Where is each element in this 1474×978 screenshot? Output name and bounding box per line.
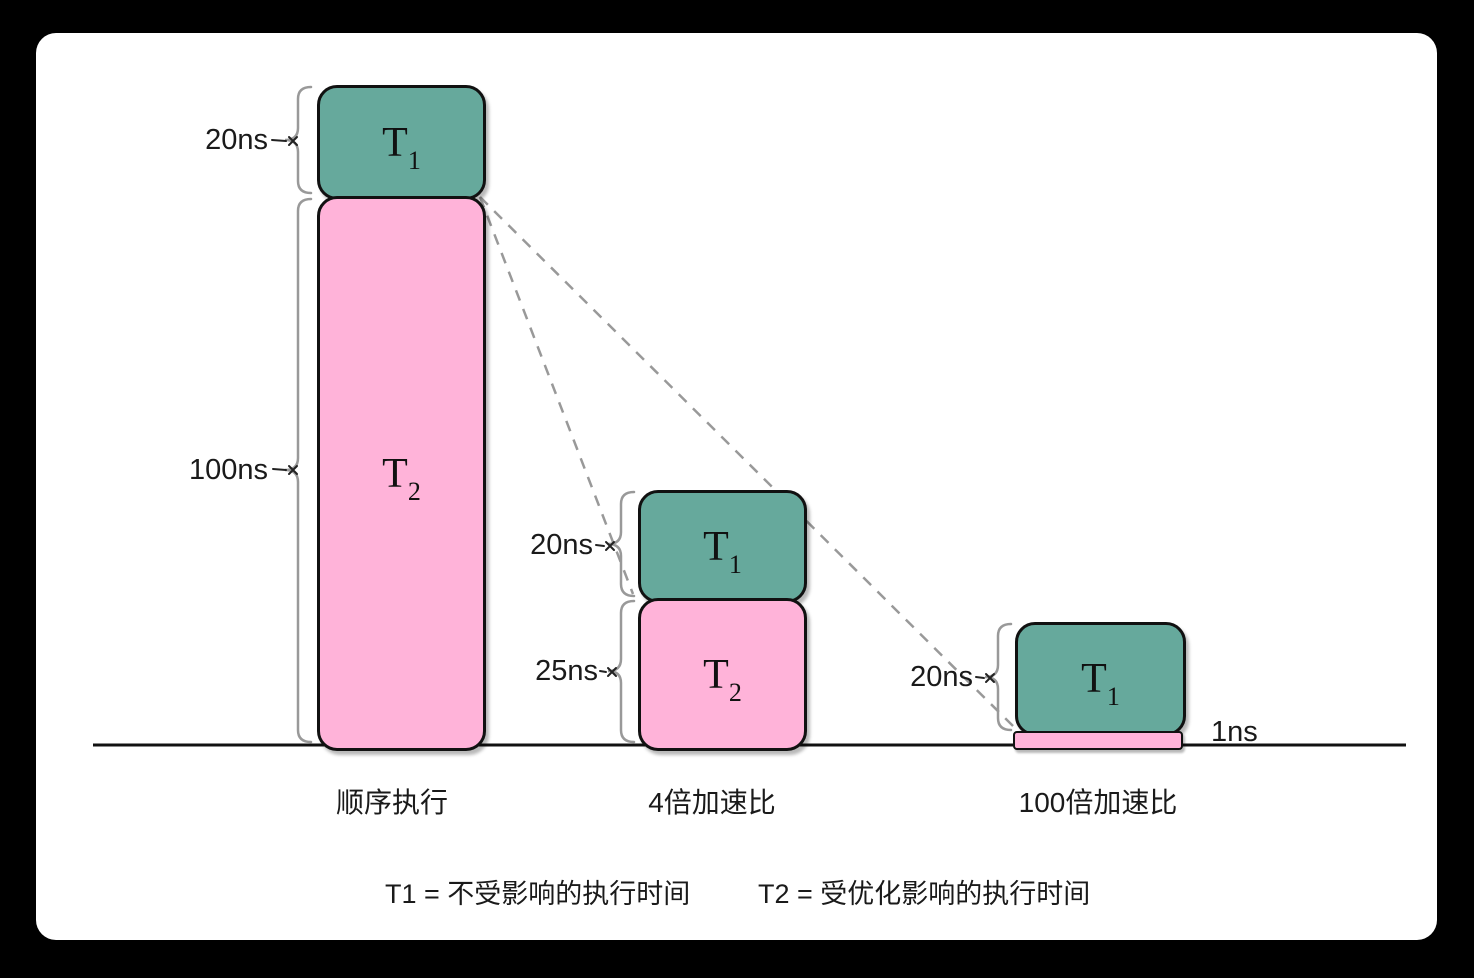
brace-4x-t2: [607, 599, 636, 744]
speedup100-t1-box: T1: [1015, 622, 1186, 736]
group-label-4x: 4倍加速比: [648, 787, 776, 818]
speedup100-t1-label: T1: [1081, 656, 1120, 712]
pointer-4x-t2-icon: [599, 667, 617, 677]
seq-t1-duration-label: 20ns: [205, 124, 268, 156]
pointer-seq-t1-icon: [271, 136, 298, 146]
legend-t2: T2 = 受优化影响的执行时间: [758, 879, 1091, 909]
group-label-sequential: 顺序执行: [335, 787, 449, 818]
seq-t2-label: T2: [382, 450, 421, 506]
speedup4-t1-label: T1: [703, 523, 742, 579]
speedup100-t2-strip: [1013, 731, 1183, 750]
speedup100-t2-duration-label: 1ns: [1211, 716, 1258, 748]
legend-t1: T1 = 不受影响的执行时间: [385, 879, 691, 909]
speedup100-t1-duration-label: 20ns: [910, 661, 973, 693]
speedup4-t2-box: T2: [638, 598, 807, 751]
pointer-seq-t2-icon: [272, 465, 298, 475]
seq-t2-duration-label: 100ns: [188, 454, 268, 486]
projection-line-to-100x: [479, 196, 1015, 728]
diagram-canvas: [36, 33, 1437, 940]
projection-line-to-4x: [478, 196, 635, 595]
speedup4-t1-box: T1: [638, 490, 807, 603]
pointer-4x-t1-icon: [595, 541, 615, 551]
speedup4-t2-label: T2: [703, 651, 742, 707]
brace-seq-t2: [284, 197, 313, 744]
brace-100x-t1: [984, 622, 1013, 732]
speedup4-t1-duration-label: 20ns: [530, 529, 593, 561]
seq-t1-box: T1: [317, 85, 486, 200]
group-label-100x: 100倍加速比: [1018, 787, 1178, 818]
pointer-100x-t1-icon: [975, 673, 995, 683]
speedup4-t2-duration-label: 25ns: [535, 655, 598, 687]
seq-t2-box: T2: [317, 196, 486, 751]
brace-seq-t1: [284, 85, 313, 195]
seq-t1-label: T1: [382, 119, 421, 175]
